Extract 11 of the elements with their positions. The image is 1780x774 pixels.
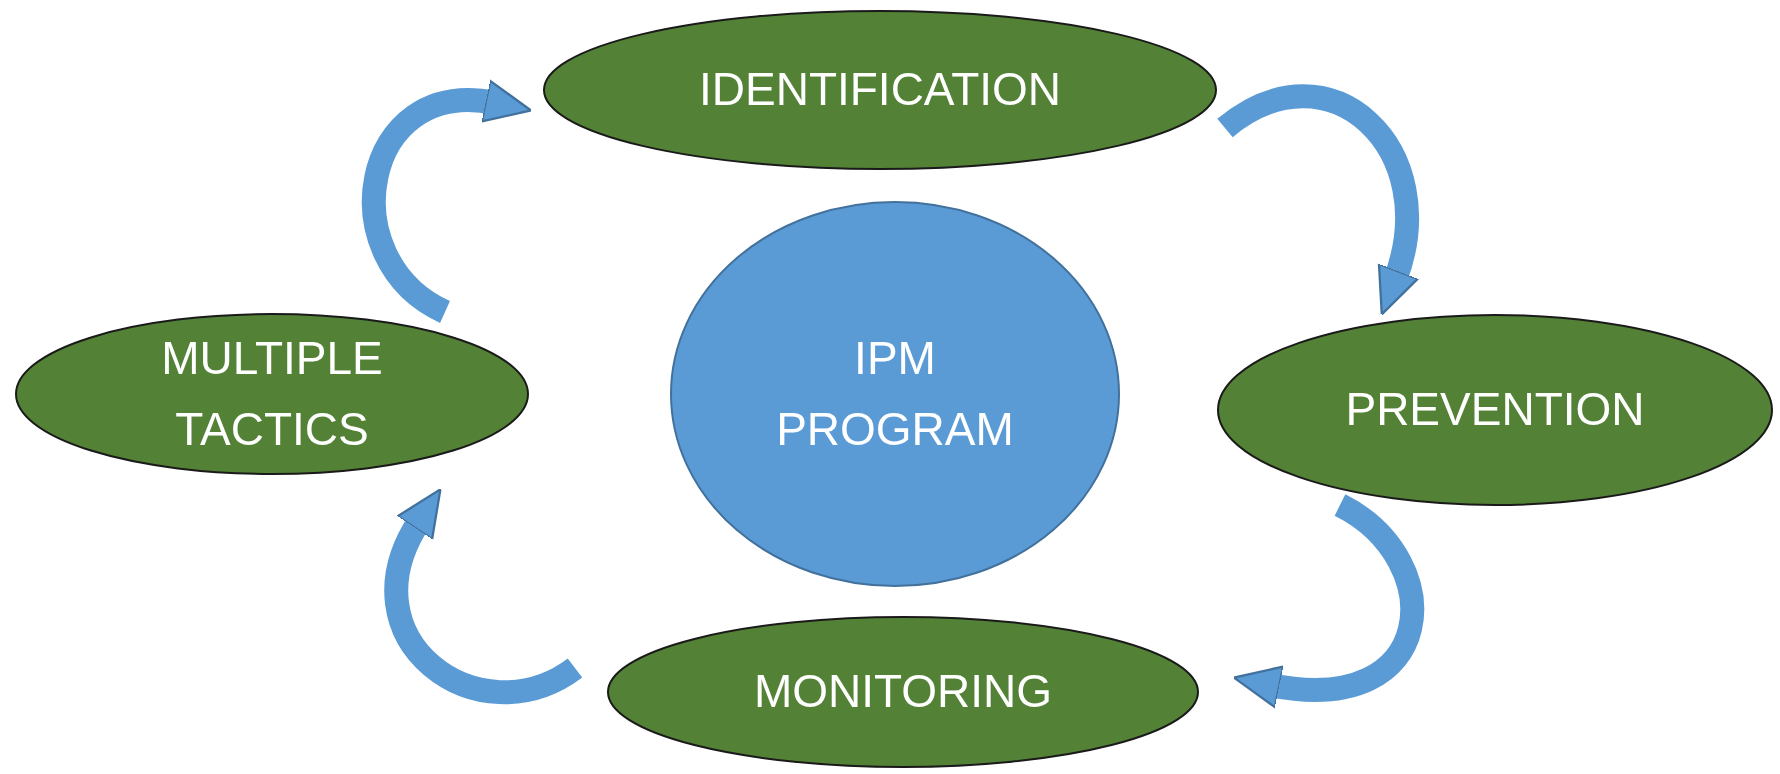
node-label: IDENTIFICATION	[699, 62, 1061, 118]
node-label: MONITORING	[753, 664, 1053, 720]
center-ellipse	[670, 201, 1120, 587]
node-label: IPM PROGRAM	[775, 330, 1015, 457]
ellipse-node	[607, 616, 1199, 768]
ellipse-node	[1217, 314, 1773, 506]
node-label: MULTIPLE TACTICS	[160, 330, 384, 457]
ellipse-node	[543, 10, 1217, 170]
curved-arrow	[385, 486, 582, 705]
ellipse-node	[15, 313, 529, 475]
node-label: PREVENTION	[1345, 382, 1645, 438]
